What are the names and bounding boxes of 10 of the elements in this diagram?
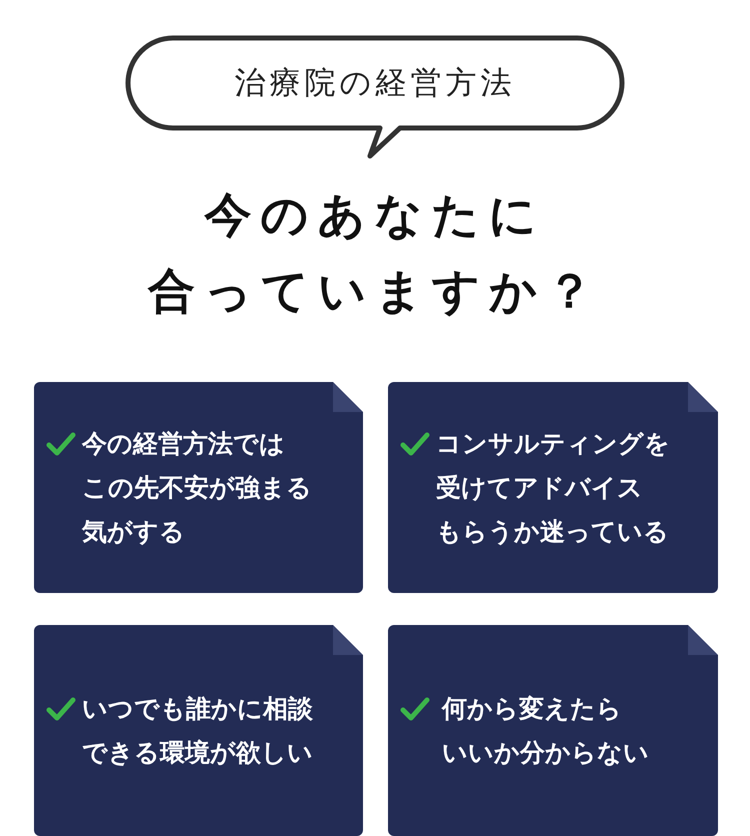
card-text: コンサルティングを受けてアドバイスもらうか迷っている (436, 428, 671, 548)
card (388, 625, 718, 836)
card (34, 382, 363, 593)
card-text: 今の経営方法ではこの先不安が強まる気がする (82, 428, 313, 548)
card (388, 382, 718, 593)
title: 今のあなたに合っていますか？ (146, 187, 603, 321)
card (34, 625, 363, 836)
card-text: 何から変えたらいいか分からない (442, 692, 650, 768)
card-text: いつでも誰かに相談できる環境が欲しい (82, 692, 314, 768)
bubble-text: 治療院の経営方法 (234, 64, 516, 103)
